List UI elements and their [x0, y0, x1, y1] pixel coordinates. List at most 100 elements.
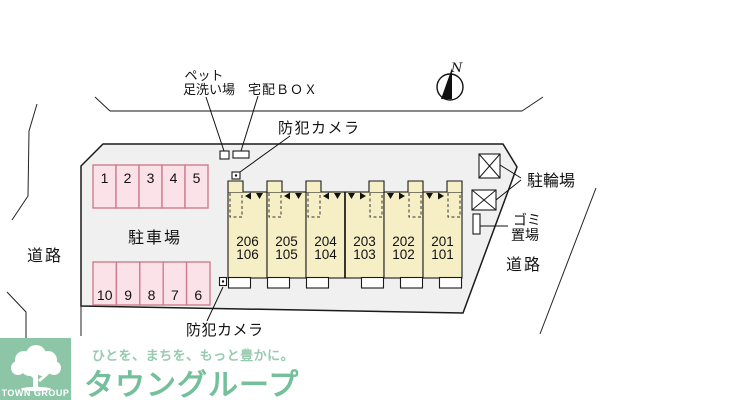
- parking-area-label: 駐車場: [128, 229, 182, 247]
- stall-number: 7: [171, 287, 179, 303]
- brand-tagline: ひとを、まちを、もっと豊かに。: [92, 348, 295, 363]
- callout-pet-wash: [205, 96, 225, 152]
- unit-number-lower: 105: [275, 247, 298, 262]
- callout-bicycle-2: [495, 179, 522, 201]
- parking-stall: [184, 164, 209, 209]
- arrow-left-icon: [245, 192, 251, 200]
- building: 206 106 205 105 204 104 203 103 202 102 …: [227, 180, 463, 289]
- parking-row-bottom: [92, 261, 211, 306]
- tree-icon: [11, 345, 61, 392]
- stall-number: 3: [147, 170, 155, 186]
- stall-number: 1: [101, 170, 109, 186]
- porch: [360, 276, 385, 289]
- dashed-box: [408, 193, 422, 218]
- unit-number-lower: 101: [431, 247, 454, 262]
- arrow-down-icon: [256, 193, 263, 199]
- arrow-down-icon: [334, 193, 341, 199]
- pet-wash-label-2: 足洗い場: [183, 82, 235, 97]
- stall-number: 5: [193, 170, 201, 186]
- delivery-box-label: 宅配ＢＯＸ: [248, 82, 318, 97]
- unit-number-upper: 205: [275, 234, 298, 249]
- camera-dot: [234, 174, 238, 177]
- porch: [305, 276, 330, 289]
- callout-camera-bottom: [206, 286, 224, 322]
- road-lines: [6, 96, 597, 338]
- dashed-box: [307, 193, 321, 218]
- road-right-edge: [539, 187, 597, 335]
- unit-number-upper: 206: [236, 234, 259, 249]
- unit-tab: [266, 180, 283, 192]
- road-top-tick-left: [94, 96, 111, 112]
- compass-north-label: N: [450, 61, 463, 76]
- callout-bicycle-1: [499, 164, 522, 179]
- garbage-station-icon: [472, 213, 481, 235]
- unit-numbers: 206 106 205 105 204 104 203 103 202 102 …: [236, 234, 454, 262]
- arrow-right-icon: [360, 192, 366, 200]
- arrow-left-icon: [284, 192, 290, 200]
- delivery-box-icon: [232, 150, 250, 159]
- arrow-right-icon: [399, 192, 405, 200]
- pet-wash-icon: [219, 150, 230, 160]
- fixture-details: [221, 153, 501, 283]
- garbage-label-2: 置場: [511, 227, 539, 243]
- unit-number-lower: 103: [353, 247, 376, 262]
- callout-delivery-box: [240, 95, 259, 152]
- camera-dot: [221, 280, 225, 283]
- dashed-box: [369, 193, 383, 218]
- arrow-down-icon: [426, 193, 433, 199]
- unit-number-lower: 106: [236, 247, 259, 262]
- x-mark: [478, 153, 501, 179]
- camera-bottom-label: 防犯カメラ: [186, 322, 264, 339]
- road-left-label: 道路: [27, 247, 63, 265]
- callout-lines: [205, 95, 522, 322]
- arrow-left-icon: [323, 192, 329, 200]
- road-left-upper-edge: [11, 103, 38, 221]
- road-left-lower-edge: [6, 291, 27, 338]
- parking-row-top: [92, 164, 209, 209]
- unit-number-upper: 204: [314, 234, 337, 249]
- parking-row-top-numbers: 1 2 3 4 5: [101, 170, 201, 186]
- stall-number: 6: [194, 287, 202, 303]
- unit-tab: [446, 180, 463, 192]
- stall-number: 9: [124, 287, 132, 303]
- garbage-label-1: ゴミ: [513, 212, 541, 228]
- unit-tab: [305, 180, 322, 192]
- parking-stall: [185, 261, 211, 306]
- arrow-right-icon: [438, 192, 444, 200]
- porch: [399, 276, 424, 289]
- unit-dashed-areas: [229, 193, 461, 218]
- x-mark: [471, 189, 497, 211]
- plan-labels: ペット 足洗い場 宅配ＢＯＸ 防犯カメラ 防犯カメラ 駐輪場 ゴミ 置場 道路 …: [27, 68, 575, 339]
- arrow-down-icon: [348, 193, 355, 199]
- stall-number: 4: [170, 170, 178, 186]
- unit-number-lower: 102: [392, 247, 415, 262]
- dashed-box: [268, 193, 282, 218]
- stall-number: 2: [124, 170, 132, 186]
- arrow-down-icon: [295, 193, 302, 199]
- compass-needle: [441, 68, 452, 99]
- unit-number-upper: 202: [392, 234, 415, 249]
- porch: [227, 276, 252, 289]
- unit-porches: [227, 276, 463, 289]
- unit-204: [305, 191, 346, 279]
- camera-top-label: 防犯カメラ: [278, 120, 361, 137]
- town-group-logo: TOWN GROUP: [0, 338, 71, 400]
- stall-number: 8: [148, 287, 156, 303]
- road-right-label: 道路: [506, 256, 542, 274]
- unit-tab: [227, 180, 244, 192]
- unit-number-lower: 104: [314, 247, 337, 262]
- compass: N: [436, 61, 464, 101]
- dashed-box: [229, 193, 243, 218]
- entry-arrows: [245, 192, 444, 200]
- parking-row-bottom-numbers: 10 9 8 7 6: [97, 287, 202, 303]
- unit-205: [266, 191, 307, 279]
- arrow-down-icon: [387, 193, 394, 199]
- brand-name: タウングループ: [84, 369, 300, 400]
- porch: [438, 276, 463, 289]
- unit-number-upper: 201: [431, 234, 454, 249]
- dashed-box: [447, 193, 461, 218]
- town-group-text: TOWN GROUP: [1, 388, 70, 398]
- unit-tab: [407, 180, 424, 192]
